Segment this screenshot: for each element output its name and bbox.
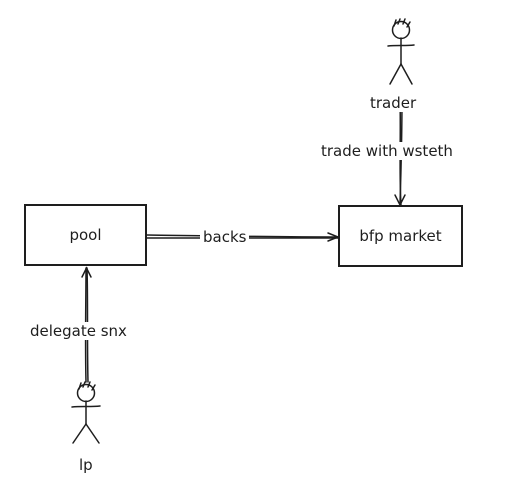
pool-node: pool (24, 204, 147, 266)
bfp-market-label: bfp market (359, 227, 442, 245)
lp-label: lp (79, 456, 93, 474)
arrowhead (81, 266, 92, 278)
backs-edge-label: backs (200, 228, 250, 246)
trader-actor-icon (387, 18, 415, 85)
pool-label: pool (69, 226, 102, 244)
trade-with-wsteth-edge-label: trade with wsteth (318, 142, 456, 160)
bfp-market-node: bfp market (338, 205, 463, 267)
edge-lp-to-pool (81, 266, 92, 383)
delegate-snx-edge-label: delegate snx (27, 322, 130, 340)
lp-actor-icon (71, 381, 101, 444)
trader-label: trader (367, 94, 420, 112)
